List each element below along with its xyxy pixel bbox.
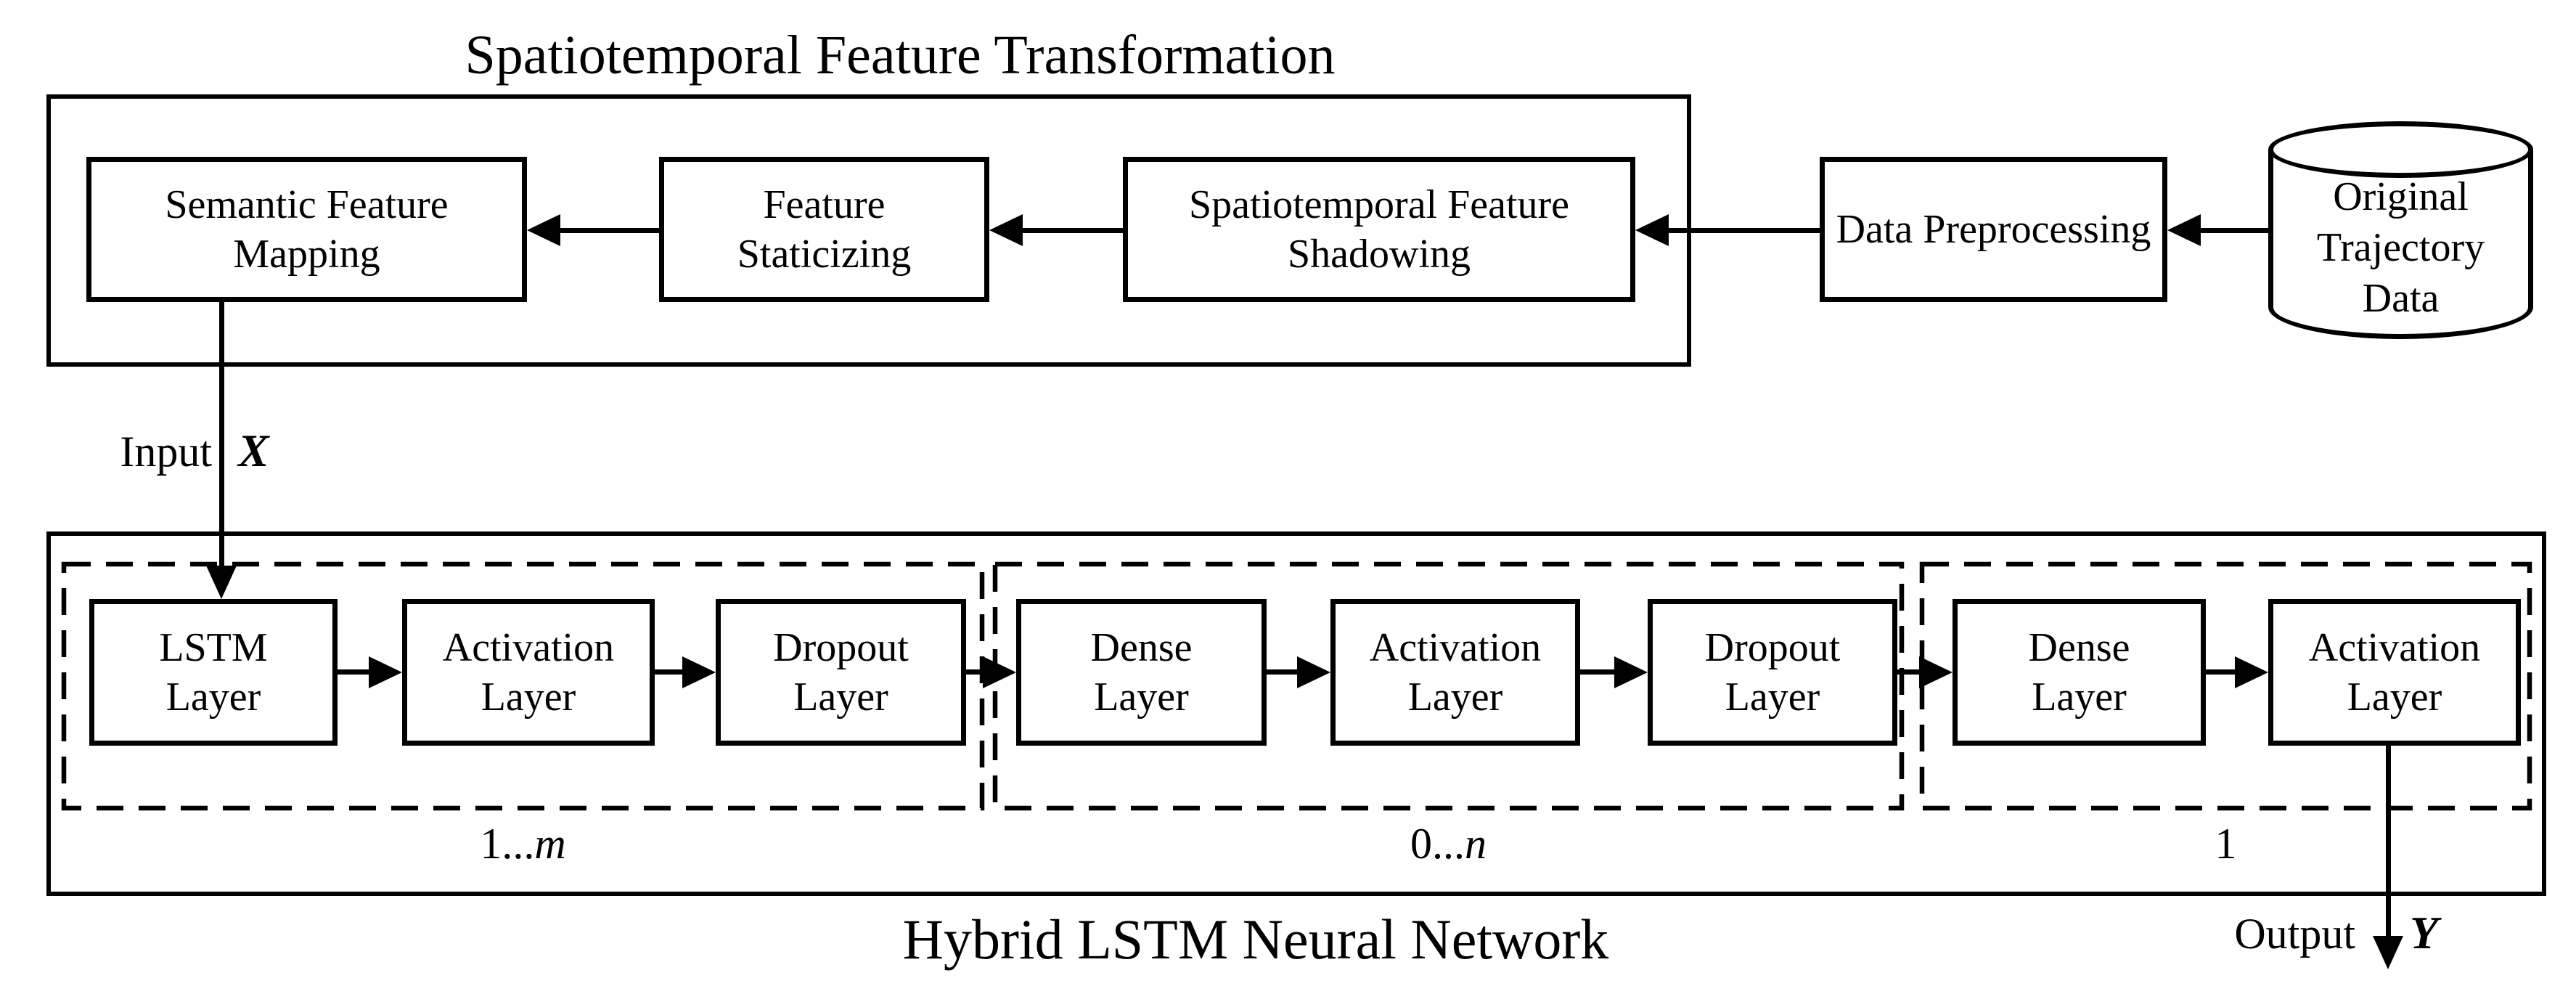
repeat-variable: n bbox=[1465, 820, 1487, 868]
layer-label: Dense Layer bbox=[1090, 624, 1193, 720]
activation-layer-box: Activation Layer bbox=[2268, 599, 2521, 746]
repeat-variable: m bbox=[534, 820, 566, 868]
spatiotemporal-feature-shadowing-box: Spatiotemporal Feature Shadowing bbox=[1123, 157, 1635, 302]
layer-label: Activation Layer bbox=[442, 624, 615, 720]
layer-label: Dropout Layer bbox=[1704, 624, 1841, 720]
arrow-line bbox=[655, 669, 684, 675]
arrowhead-left-icon bbox=[2167, 214, 2201, 246]
feature-staticizing-box: Feature Staticizing bbox=[659, 157, 989, 302]
dense-group-outline bbox=[992, 561, 1905, 811]
box-label: Spatiotemporal Feature Shadowing bbox=[1188, 182, 1570, 277]
output-arrow-line bbox=[2386, 742, 2391, 937]
arrowhead-right-icon bbox=[369, 656, 402, 688]
arrow-line bbox=[1897, 669, 1921, 675]
repeat-prefix: 1... bbox=[480, 820, 535, 868]
data-preprocessing-box: Data Preprocessing bbox=[1820, 157, 2167, 302]
arrowhead-right-icon bbox=[1919, 656, 1953, 688]
group2-repeat-label: 0...n bbox=[995, 819, 1902, 869]
arrow-line bbox=[1667, 228, 1821, 233]
arrowhead-right-icon bbox=[1297, 656, 1330, 688]
dense-layer-box: Dense Layer bbox=[1953, 599, 2206, 746]
box-label: Data Preprocessing bbox=[1836, 206, 2151, 252]
dropout-layer-box: Dropout Layer bbox=[1648, 599, 1897, 746]
arrow-line bbox=[1580, 669, 1616, 675]
cylinder-body-icon bbox=[2268, 149, 2533, 339]
group3-repeat-label: 1 bbox=[1922, 819, 2530, 869]
box-label: Semantic Feature Mapping bbox=[165, 182, 449, 277]
lstm-group-outline bbox=[61, 561, 985, 811]
arrow-line bbox=[1021, 228, 1123, 233]
arrow-line bbox=[338, 669, 370, 675]
layer-label: LSTM Layer bbox=[159, 624, 268, 720]
semantic-feature-mapping-box: Semantic Feature Mapping bbox=[86, 157, 527, 302]
layer-label: Dense Layer bbox=[2028, 624, 2130, 720]
dropout-layer-box: Dropout Layer bbox=[716, 599, 966, 746]
activation-layer-box: Activation Layer bbox=[402, 599, 655, 746]
layer-label: Dropout Layer bbox=[773, 624, 909, 720]
arrowhead-down-icon bbox=[206, 566, 237, 599]
arrowhead-right-icon bbox=[2235, 656, 2268, 688]
arrowhead-left-icon bbox=[1635, 214, 1669, 246]
box-label: Feature Staticizing bbox=[737, 182, 912, 277]
arrow-line bbox=[2199, 228, 2270, 233]
group1-repeat-label: 1...m bbox=[64, 819, 982, 869]
input-label: Input bbox=[120, 428, 212, 476]
layer-label: Activation Layer bbox=[1369, 624, 1542, 720]
input-symbol: X bbox=[238, 425, 269, 476]
input-arrow-line bbox=[219, 302, 224, 568]
arrow-line bbox=[2206, 669, 2236, 675]
arrow-line bbox=[559, 228, 659, 233]
top-section-title: Spatiotemporal Feature Transformation bbox=[465, 25, 1336, 86]
arrowhead-right-icon bbox=[983, 656, 1016, 688]
arrow-line bbox=[1267, 669, 1299, 675]
repeat-prefix: 0... bbox=[1410, 820, 1465, 868]
bottom-section-title: Hybrid LSTM Neural Network bbox=[902, 908, 1609, 971]
arrowhead-right-icon bbox=[682, 656, 716, 688]
cylinder-top-icon bbox=[2268, 121, 2533, 178]
arrowhead-down-icon bbox=[2373, 936, 2403, 969]
arrow-line bbox=[966, 669, 985, 675]
activation-layer-box: Activation Layer bbox=[1330, 599, 1580, 746]
arrowhead-right-icon bbox=[1614, 656, 1648, 688]
repeat-prefix: 1 bbox=[2215, 820, 2237, 868]
arrowhead-left-icon bbox=[989, 214, 1023, 246]
dense-layer-box: Dense Layer bbox=[1016, 599, 1267, 746]
layer-label: Activation Layer bbox=[2308, 624, 2481, 720]
hybrid-lstm-container-outline bbox=[46, 531, 2546, 896]
lstm-layer-box: LSTM Layer bbox=[89, 599, 338, 746]
datastore-label: Original Trajectory Data bbox=[2316, 174, 2485, 321]
output-symbol: Y bbox=[2410, 907, 2439, 958]
output-label: Output bbox=[2234, 910, 2355, 958]
arrowhead-left-icon bbox=[527, 214, 560, 246]
